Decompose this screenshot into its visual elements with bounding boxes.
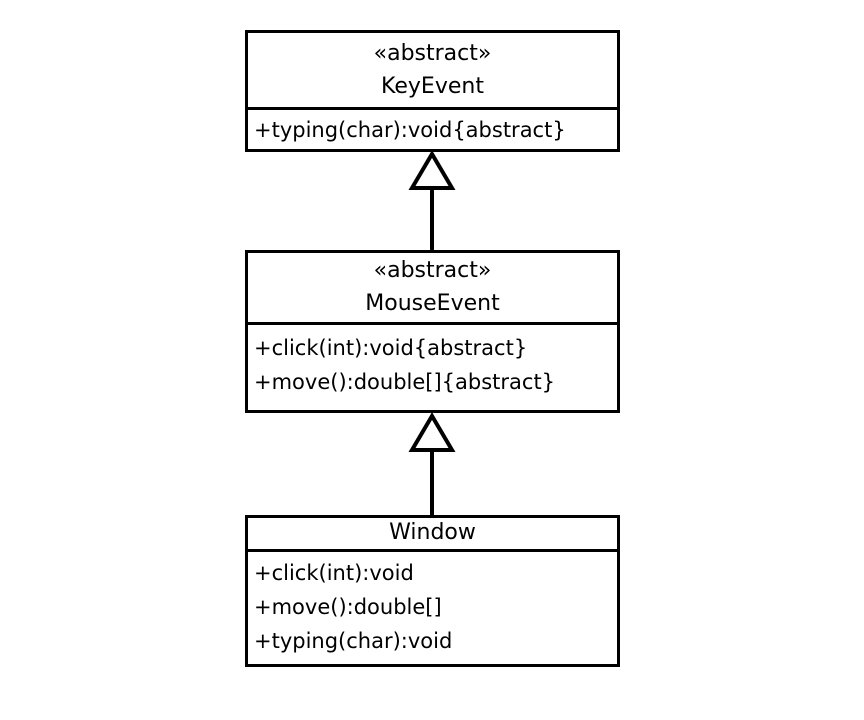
window-class-name: Window xyxy=(389,520,476,545)
class-box-keyevent: «abstract» KeyEvent +typing(char):void{a… xyxy=(245,30,620,152)
window-methods-compartment: +click(int):void +move():double[] +typin… xyxy=(248,552,617,664)
mouseevent-title-compartment: «abstract» MouseEvent xyxy=(248,253,617,325)
hollow-triangle-icon xyxy=(408,152,456,190)
mouseevent-stereotype-label: «abstract» xyxy=(373,258,492,283)
window-title-compartment: Window xyxy=(248,518,617,552)
mouseevent-methods-compartment: +click(int):void{abstract} +move():doubl… xyxy=(248,325,617,410)
generalization-arrow-mouseevent-to-keyevent xyxy=(408,152,456,250)
keyevent-method-typing: +typing(char):void{abstract} xyxy=(254,117,566,142)
keyevent-methods-compartment: +typing(char):void{abstract} xyxy=(248,110,617,149)
mouseevent-method-move: +move():double[]{abstract} xyxy=(254,370,556,394)
window-method-click: +click(int):void xyxy=(254,561,414,585)
keyevent-title-compartment: «abstract» KeyEvent xyxy=(248,33,617,110)
mouseevent-class-name: MouseEvent xyxy=(365,291,500,316)
window-method-typing: +typing(char):void xyxy=(254,629,453,653)
hollow-triangle-icon xyxy=(408,413,456,452)
keyevent-stereotype-label: «abstract» xyxy=(373,41,492,66)
window-method-move: +move():double[] xyxy=(254,595,442,619)
mouseevent-method-click: +click(int):void{abstract} xyxy=(254,336,528,360)
keyevent-class-name: KeyEvent xyxy=(381,74,484,99)
class-box-mouseevent: «abstract» MouseEvent +click(int):void{a… xyxy=(245,250,620,413)
generalization-arrow-window-to-mouseevent xyxy=(408,413,456,515)
class-box-window: Window +click(int):void +move():double[]… xyxy=(245,515,620,667)
